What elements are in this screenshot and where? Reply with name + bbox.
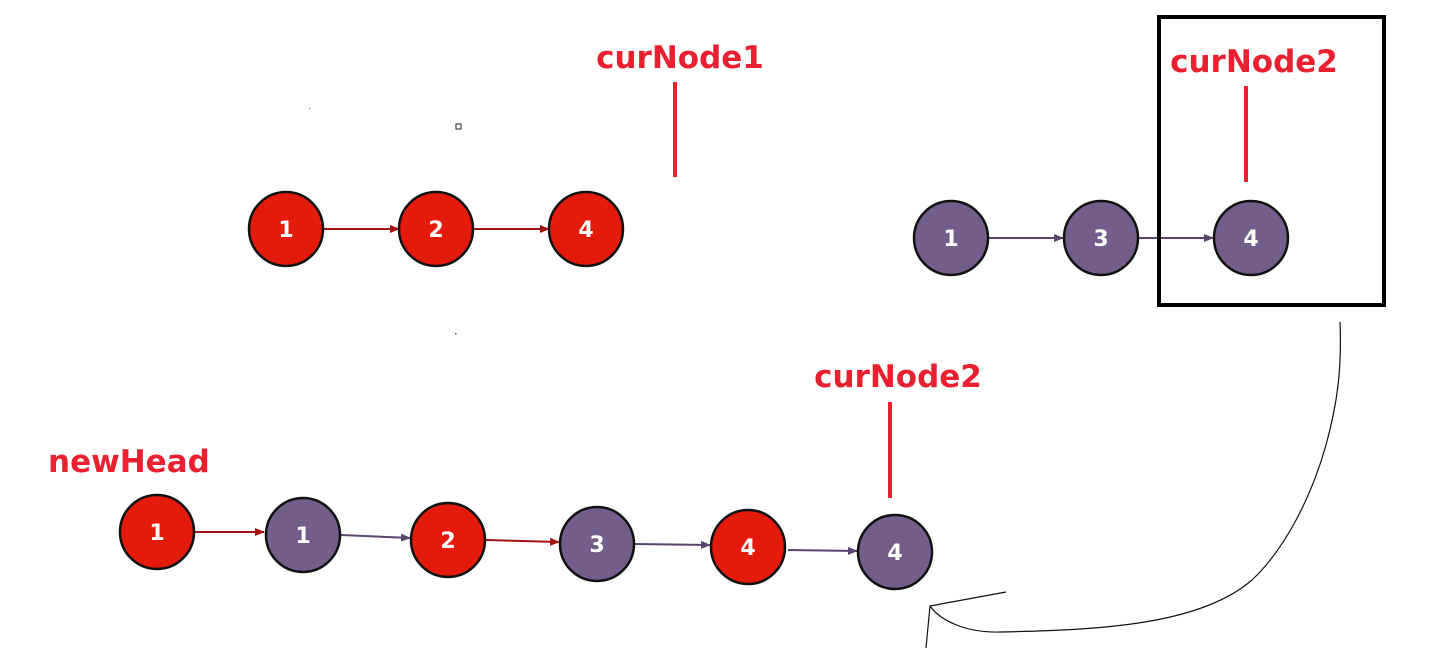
merged-node-value: 1: [295, 524, 310, 549]
merged-node-circle: [409, 501, 487, 579]
list2-node: 4: [1212, 199, 1290, 277]
list1-node-value: 4: [578, 218, 593, 243]
merged-node: 4: [709, 508, 787, 586]
move-arrow-curve: [929, 321, 1342, 633]
list2-node-value: 3: [1093, 227, 1108, 252]
move-arrow: [925, 321, 1342, 649]
cur-node2-bottom-label: curNode2: [814, 359, 982, 395]
list2-node: 1: [912, 199, 990, 277]
merged-node: 3: [558, 505, 636, 583]
list2-node-value: 1: [943, 227, 958, 252]
list1-node: 4: [547, 190, 625, 268]
list2: 1 3 4: [912, 199, 1290, 277]
merged-arrow: [787, 546, 858, 555]
merged-arrow: [485, 537, 560, 546]
merged-node-value: 1: [149, 521, 164, 546]
cur-node1-pointer: curNode1: [596, 40, 764, 177]
move-arrow-head: [925, 591, 1007, 649]
list1-node: 2: [397, 190, 475, 268]
cur-node2-bottom-pointer: curNode2: [814, 359, 982, 498]
cur-node2-top-pointer: curNode2: [1170, 44, 1338, 182]
merged-node: 4: [856, 513, 934, 591]
merged-node-circle: [856, 513, 934, 591]
merged-node-circle: [709, 508, 787, 586]
list2-node-value: 4: [1243, 227, 1258, 252]
list2-node: 3: [1062, 199, 1140, 277]
speck: [309, 108, 310, 109]
merged-list: 1 1 2 3 4 4: [118, 493, 934, 591]
merged-node-value: 4: [740, 536, 755, 561]
speck: [455, 333, 457, 335]
merged-node-value: 3: [589, 533, 604, 558]
new-head-label: newHead: [48, 444, 210, 480]
list1: 1 2 4: [247, 190, 625, 268]
merged-node: 1: [264, 496, 342, 574]
cur-node1-label: curNode1: [596, 40, 764, 76]
merged-node-value: 2: [440, 529, 455, 554]
merged-node-circle: [264, 496, 342, 574]
list1-node-value: 2: [428, 218, 443, 243]
merged-node-circle: [118, 493, 196, 571]
speck: [455, 123, 462, 130]
merged-node-circle: [558, 505, 636, 583]
list1-node: 1: [247, 190, 325, 268]
merged-node: 1: [118, 493, 196, 571]
highlight-box: [1157, 15, 1386, 307]
list1-node-value: 1: [278, 218, 293, 243]
cur-node2-top-label: curNode2: [1170, 44, 1338, 80]
merged-node-value: 4: [887, 541, 902, 566]
merged-arrow: [634, 540, 711, 549]
merged-node: 2: [409, 501, 487, 579]
merged-arrow: [340, 533, 411, 542]
